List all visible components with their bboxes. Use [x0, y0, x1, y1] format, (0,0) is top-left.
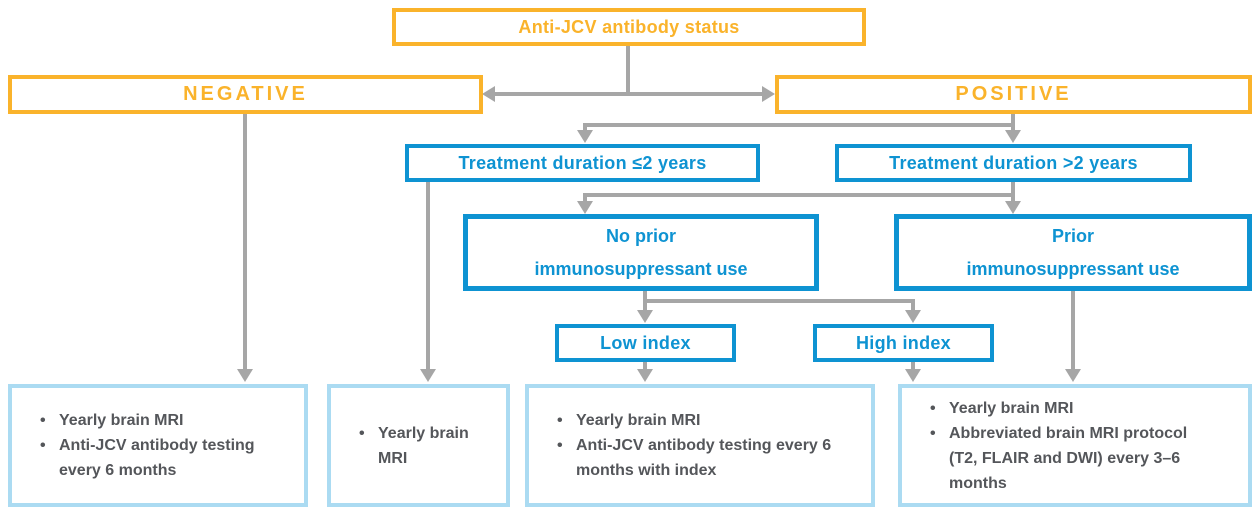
node-positive-label: POSITIVE	[955, 83, 1072, 105]
node-high-index: High index	[813, 324, 994, 362]
node-prior-line1: Prior	[1051, 225, 1094, 246]
arrowhead-highindex-outcome-icon	[905, 369, 921, 382]
arrowhead-to-highindex-icon	[905, 310, 921, 323]
node-low-index-label: Low index	[600, 332, 691, 353]
connector-prior-stem	[1071, 291, 1075, 371]
outcome-bullet: Anti-JCV antibody testing every 6 months	[38, 433, 286, 483]
node-treatment-le2-label: Treatment duration ≤2 years	[458, 152, 707, 173]
connector-highindex-stem	[911, 361, 915, 371]
connector-positive-split	[583, 123, 1015, 127]
arrowhead-to-positive-icon	[762, 86, 775, 102]
connector-index-split	[643, 299, 915, 303]
node-positive: POSITIVE	[775, 75, 1252, 114]
connector-lowindex-drop	[643, 299, 647, 311]
node-treatment-gt2-label: Treatment duration >2 years	[889, 152, 1138, 173]
node-prior-line2: immunosuppressant use	[966, 258, 1180, 279]
node-no-prior-line2: immunosuppressant use	[534, 258, 748, 279]
outcome-treatment-le2: Yearly brain MRI	[327, 384, 510, 507]
arrowhead-lowindex-outcome-icon	[637, 369, 653, 382]
arrowhead-to-gt2-icon	[1005, 130, 1021, 143]
node-high-index-label: High index	[855, 332, 951, 353]
outcome-negative-list: Yearly brain MRI Anti-JCV antibody testi…	[12, 408, 304, 483]
connector-negative-stem	[243, 113, 247, 370]
connector-prior-drop	[1011, 193, 1015, 203]
connector-highindex-drop	[911, 299, 915, 311]
connector-gt2-split	[583, 193, 1015, 197]
arrowhead-negative-outcome-icon	[237, 369, 253, 382]
node-root: Anti-JCV antibody status	[392, 8, 866, 46]
outcome-bullet: Abbreviated brain MRI protocol (T2, FLAI…	[928, 421, 1208, 496]
node-no-prior-immunosuppressant: No prior immunosuppressant use	[463, 214, 819, 291]
outcome-bullet: Yearly brain MRI	[38, 408, 286, 433]
connector-positive-stem	[1011, 113, 1015, 127]
arrowhead-to-negative-icon	[482, 86, 495, 102]
connector-lowindex-stem	[643, 361, 647, 371]
connector-noprior-drop	[583, 193, 587, 203]
outcome-bullet: Yearly brain MRI	[928, 396, 1208, 421]
outcome-bullet: Yearly brain MRI	[555, 408, 853, 433]
outcome-low-index-list: Yearly brain MRI Anti-JCV antibody testi…	[529, 408, 871, 483]
outcome-bullet: Anti-JCV antibody testing every 6 months…	[555, 433, 853, 483]
node-no-prior-line1: No prior	[606, 225, 676, 246]
node-treatment-le2: Treatment duration ≤2 years	[405, 144, 760, 182]
outcome-high-index-or-prior: Yearly brain MRI Abbreviated brain MRI p…	[898, 384, 1252, 507]
arrowhead-prior-outcome-icon	[1065, 369, 1081, 382]
connector-root-stem	[626, 45, 630, 94]
node-low-index: Low index	[555, 324, 736, 362]
node-prior-immunosuppressant: Prior immunosuppressant use	[894, 214, 1252, 291]
outcome-high-prior-list: Yearly brain MRI Abbreviated brain MRI p…	[902, 396, 1248, 496]
outcome-negative: Yearly brain MRI Anti-JCV antibody testi…	[8, 384, 308, 507]
outcome-bullet: Yearly brain MRI	[357, 421, 488, 471]
arrowhead-to-le2-icon	[577, 130, 593, 143]
node-root-label: Anti-JCV antibody status	[518, 16, 740, 37]
connector-root-split	[494, 92, 764, 96]
connector-gt2-stem	[1011, 182, 1015, 197]
connector-noprior-stem	[643, 291, 647, 303]
connector-gt2-drop	[1011, 123, 1015, 132]
arrowhead-to-noprior-icon	[577, 201, 593, 214]
node-negative-label: NEGATIVE	[183, 83, 308, 105]
node-negative: NEGATIVE	[8, 75, 483, 114]
outcome-le2-list: Yearly brain MRI	[331, 421, 506, 471]
connector-le2-drop	[583, 123, 587, 132]
outcome-low-index: Yearly brain MRI Anti-JCV antibody testi…	[525, 384, 875, 507]
connector-le2-stem	[426, 182, 430, 370]
arrowhead-to-prior-icon	[1005, 201, 1021, 214]
arrowhead-le2-outcome-icon	[420, 369, 436, 382]
arrowhead-to-lowindex-icon	[637, 310, 653, 323]
node-treatment-gt2: Treatment duration >2 years	[835, 144, 1192, 182]
